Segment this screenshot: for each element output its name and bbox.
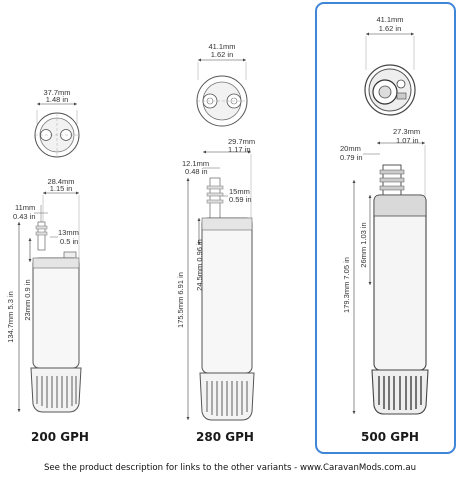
pump-280-a-in: 0.48 in	[185, 167, 208, 176]
pump-200-b-mm: 13mm	[58, 228, 79, 237]
pump-200-outlet-w-mm: 28.4mm	[47, 177, 74, 186]
pump-200-height: 134.7mm 5.3 in	[6, 291, 15, 343]
pump-200-top-view: 37.7mm 1.48 in	[34, 88, 80, 158]
pump-200-b-in: 0.5 in	[60, 237, 78, 246]
pump-500-a-in: 0.79 in	[340, 153, 363, 162]
pump-200-name: 200 GPH	[31, 430, 89, 444]
pump-280-side-view: 29.7mm 1.17 in 12.1mm 0.48 in 15mm 0.59 …	[176, 137, 255, 421]
pump-200-inner: 23mm 0.9 in	[23, 279, 32, 320]
pump-200-a-in: 0.43 in	[13, 212, 36, 221]
pump-280-top-view: 41.1mm 1.62 in	[196, 42, 248, 127]
pump-280-height: 175.5mm 6.91 in	[176, 272, 185, 328]
pump-500-height: 179.3mm 7.05 in	[342, 257, 351, 313]
pump-500-outlet-w-in: 1.07 in	[396, 136, 419, 145]
pump-200-top-dia-in: 1.48 in	[46, 95, 69, 104]
pump-500-inner: 26mm 1.03 in	[359, 222, 368, 267]
pump-280-a-mm: 12.1mm	[182, 159, 209, 168]
pump-500-top-dia-in: 1.62 in	[379, 24, 402, 33]
selected-variant-highlight	[315, 2, 456, 454]
pump-500-a-mm: 20mm	[340, 144, 361, 153]
pump-500-top-dia-mm: 41.1mm	[376, 15, 403, 24]
footer-note: See the product description for links to…	[43, 463, 417, 473]
pump-200-top-dia-mm: 37.7mm	[43, 88, 70, 97]
pump-280-inner: 24.5mm 0.96 in	[195, 239, 204, 291]
pump-280-top-dia-mm: 41.1mm	[208, 42, 235, 51]
pump-200-outlet-w-in: 1.15 in	[50, 184, 73, 193]
pump-280-name: 280 GPH	[196, 430, 254, 444]
pump-500-outlet-w-mm: 27.3mm	[393, 127, 420, 136]
pump-280-outlet-w-in: 1.17 in	[228, 145, 251, 154]
pump-200-a-mm: 11mm	[15, 203, 35, 212]
pump-500-top-view: 41.1mm 1.62 in	[364, 15, 416, 116]
pump-280-b-in: 0.59 in	[229, 195, 252, 204]
pump-500-side-view: 27.3mm 1.07 in 20mm 0.79 in 179.3mm 7.05…	[340, 127, 429, 415]
pump-280-outlet-w-mm: 29.7mm	[228, 137, 255, 146]
pump-500-name: 500 GPH	[361, 430, 419, 444]
pump-280-b-mm: 15mm	[229, 187, 250, 196]
pump-200-side-view: 28.4mm 1.15 in 11mm 0.43 in 13mm 0.5 in	[6, 177, 82, 413]
pump-280-top-dia-in: 1.62 in	[211, 50, 234, 59]
